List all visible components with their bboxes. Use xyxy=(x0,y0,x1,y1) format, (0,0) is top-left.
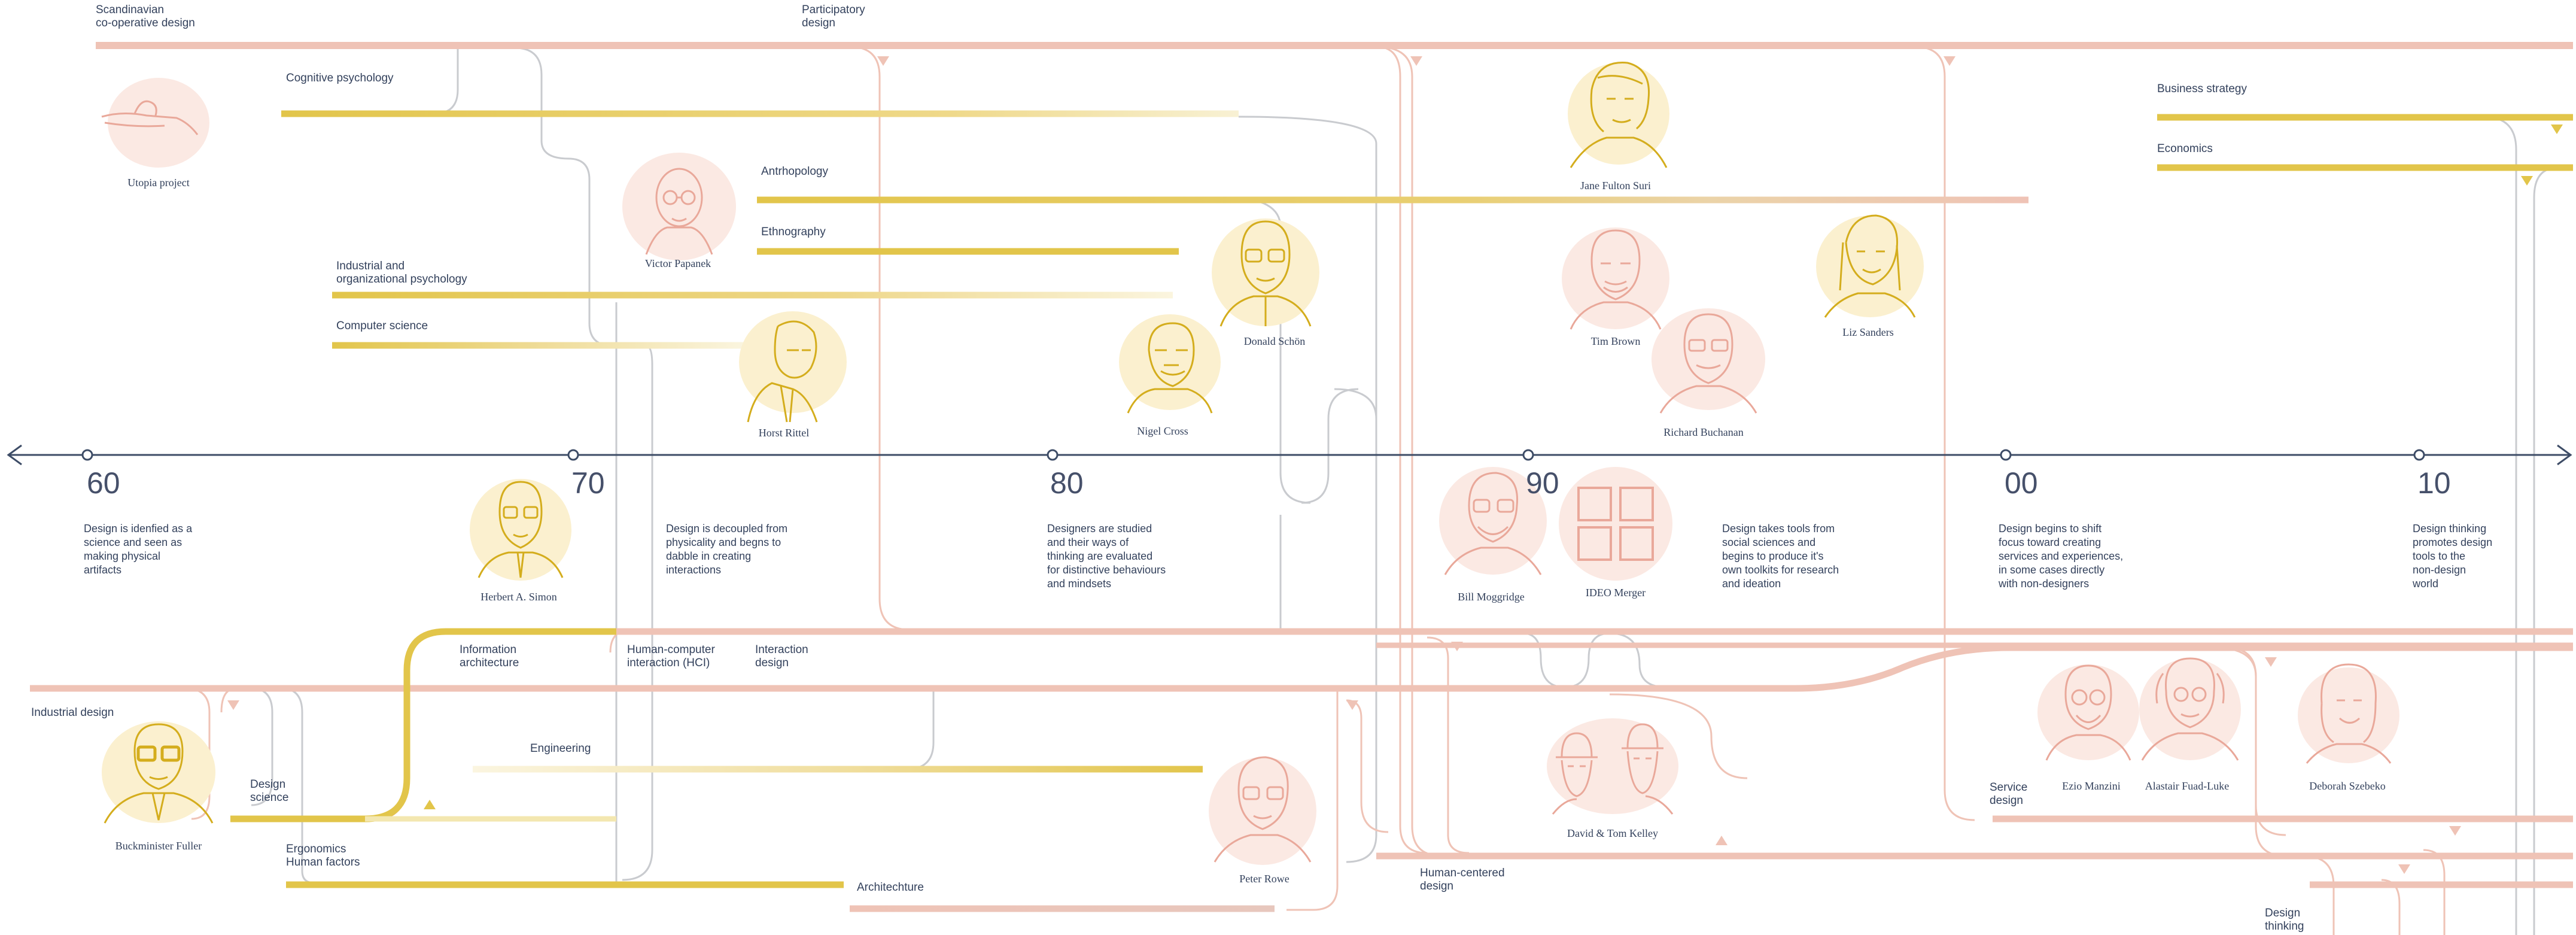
stream-label-anthropology: Antrhopology xyxy=(761,165,828,178)
marker-triangle xyxy=(227,700,239,710)
decade-60: 60 xyxy=(87,466,120,500)
portrait-brown xyxy=(1562,227,1669,330)
stream-label-economics: Economics xyxy=(2157,142,2213,155)
person-buchanan: Richard Buchanan xyxy=(1663,426,1744,438)
axis-tick-60 xyxy=(81,449,93,461)
stream-label-service: Service design xyxy=(1990,781,2028,807)
stream-label-industrial-org: Industrial and organizational psychology xyxy=(336,260,467,286)
marker-triangle xyxy=(1944,56,1955,66)
person-moggridge: Bill Moggridge xyxy=(1458,591,1525,603)
portrait-manzini xyxy=(2037,664,2139,761)
person-ideo: IDEO Merger xyxy=(1585,587,1646,599)
portrait-fuad-luke xyxy=(2139,657,2241,761)
portrait-rittel xyxy=(739,311,847,423)
marker-triangle xyxy=(2265,657,2277,667)
marker-triangle xyxy=(2398,864,2410,874)
description-60s: Design is idenfied as a science and seen… xyxy=(84,523,193,576)
person-kelley: David & Tom Kelley xyxy=(1567,827,1658,839)
person-suri: Jane Fulton Suri xyxy=(1580,180,1652,192)
portrait-rowe xyxy=(1209,756,1316,865)
axis-tick-00 xyxy=(2000,449,2012,461)
stream-label-industrial-design: Industrial design xyxy=(31,706,114,719)
person-utopia: Utopia project xyxy=(127,177,190,189)
axis-tick-90 xyxy=(1522,449,1534,461)
axis-tick-80 xyxy=(1047,449,1059,461)
portrait-szebeko xyxy=(2298,663,2399,764)
axis-tick-10 xyxy=(2413,449,2425,461)
marker-triangle xyxy=(1716,836,1728,845)
decade-80: 80 xyxy=(1050,466,1084,500)
person-szebeko: Deborah Szebeko xyxy=(2309,780,2386,792)
stream-label-architecture: Architechture xyxy=(857,881,924,894)
axis-tick-70 xyxy=(567,449,579,461)
ideo-logo-icon xyxy=(1559,467,1672,581)
marker-triangle xyxy=(2449,826,2461,836)
stream-label-cognitive: Cognitive psychology xyxy=(286,72,394,84)
stream-label-scandinavian: Scandinavian co-operative design xyxy=(96,4,195,29)
marker-triangle xyxy=(2521,176,2533,186)
stream-label-design-science: Design science xyxy=(250,778,289,804)
portrait-moggridge xyxy=(1439,467,1547,575)
marker-triangle xyxy=(1451,642,1463,651)
stream-label-information-arch: Information architecture xyxy=(460,643,519,669)
person-brown: Tim Brown xyxy=(1590,335,1641,347)
marker-triangle xyxy=(1410,56,1422,66)
stream-label-business: Business strategy xyxy=(2157,83,2247,95)
portrait-papanek xyxy=(622,153,736,260)
portrait-schon xyxy=(1212,218,1319,327)
stream-label-engineering: Engineering xyxy=(530,742,591,755)
person-fuller: Buckminister Fuller xyxy=(115,840,202,852)
portrait-kelley xyxy=(1547,718,1678,815)
person-fuad-luke: Alastair Fuad-Luke xyxy=(2145,780,2230,792)
description-80s: Designers are studied and their ways of … xyxy=(1047,523,1166,590)
stream-label-interaction: Interaction design xyxy=(755,643,808,669)
person-rowe: Peter Rowe xyxy=(1239,873,1289,885)
marker-triangle xyxy=(424,800,436,809)
description-90s: Design takes tools from social sciences … xyxy=(1722,523,1839,590)
stream-label-design-thinking: Design thinking xyxy=(2265,907,2304,933)
person-papanek: Victor Papanek xyxy=(644,257,711,269)
marker-triangle xyxy=(1346,700,1358,710)
marker-triangle xyxy=(2551,125,2563,134)
stream-industrial-design xyxy=(30,644,2573,692)
description-70s: Design is decoupled from physicality and… xyxy=(666,523,788,576)
portrait-simon xyxy=(470,479,571,581)
stream-label-participatory: Participatory design xyxy=(802,4,865,29)
person-manzini: Ezio Manzini xyxy=(2062,780,2121,792)
decade-70: 70 xyxy=(571,466,605,500)
portrait-buchanan xyxy=(1652,308,1765,414)
person-cross: Nigel Cross xyxy=(1137,425,1188,437)
portrait-utopia xyxy=(101,78,209,168)
timeline-axis xyxy=(7,444,2572,466)
description-00s: Design begins to shift focus toward crea… xyxy=(1999,523,2124,590)
person-simon: Herbert A. Simon xyxy=(480,591,557,603)
stream-label-computer-science: Computer science xyxy=(336,320,428,332)
person-rittel: Horst Rittel xyxy=(758,427,810,439)
direction-markers xyxy=(227,56,2563,874)
decade-90: 90 xyxy=(1526,466,1559,500)
stream-label-ergonomics: Ergonomics Human factors xyxy=(286,843,360,869)
description-10s: Design thinking promotes design tools to… xyxy=(2413,523,2493,590)
portrait-cross xyxy=(1119,314,1221,414)
portrait-sanders xyxy=(1816,214,1924,318)
stream-label-ethnography: Ethnography xyxy=(761,226,826,238)
portrait-fuller xyxy=(102,721,215,824)
streams xyxy=(30,42,2573,912)
decade-10: 10 xyxy=(2417,466,2451,500)
stream-label-hci: Human-computer interaction (HCI) xyxy=(627,643,715,669)
portrait-suri xyxy=(1568,62,1669,168)
marker-triangle xyxy=(877,56,889,66)
decade-00: 00 xyxy=(2005,466,2038,500)
person-schon: Donald Schön xyxy=(1243,335,1306,347)
person-sanders: Liz Sanders xyxy=(1842,326,1894,338)
stream-label-human-centered: Human-centered design xyxy=(1420,867,1505,892)
